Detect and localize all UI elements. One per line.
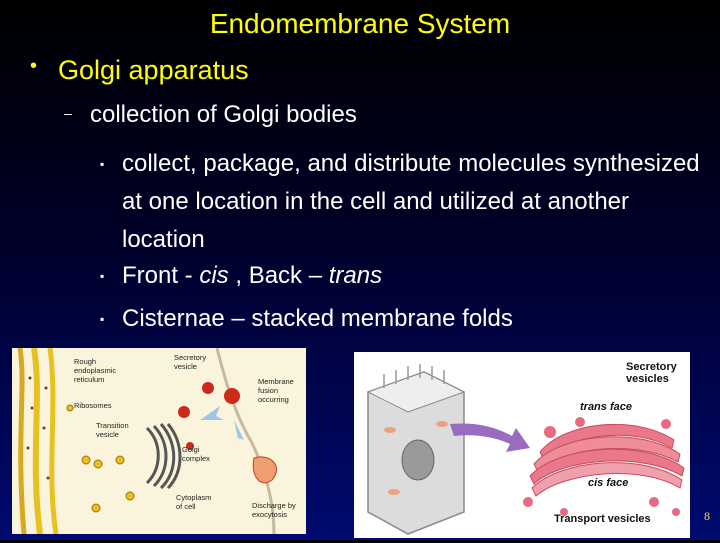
microvilli bbox=[383, 364, 445, 388]
page-number: 8 bbox=[704, 509, 710, 523]
er-membrane bbox=[47, 347, 59, 535]
bullet-text: Front - cis , Back – trans bbox=[122, 257, 382, 295]
cis-term: cis bbox=[199, 262, 229, 289]
golgi-stack bbox=[145, 423, 182, 490]
trans-term: trans bbox=[328, 262, 383, 289]
er-membrane bbox=[31, 347, 43, 535]
cell-membrane bbox=[215, 347, 276, 535]
organelles bbox=[384, 421, 448, 495]
bullet-marker: – bbox=[64, 105, 72, 121]
nucleus bbox=[401, 439, 435, 481]
bullet-marker: ▪ bbox=[100, 312, 105, 326]
golgi-cisternae bbox=[529, 423, 685, 497]
exocytosis-discharge bbox=[252, 456, 277, 484]
flow-arrows bbox=[200, 406, 244, 448]
cell-top bbox=[366, 371, 466, 413]
text-part: , Back – bbox=[228, 262, 329, 289]
bullet-marker: ▪ bbox=[100, 157, 105, 171]
bullet-marker: • bbox=[30, 55, 38, 77]
zoom-arrow bbox=[450, 423, 530, 452]
er-membrane bbox=[17, 347, 27, 535]
bullet-text: collection of Golgi bodies bbox=[90, 101, 357, 128]
bullet-marker: ▪ bbox=[100, 269, 105, 283]
label-cis-face: cis face bbox=[588, 477, 628, 489]
slide-title: Endomembrane System bbox=[209, 8, 511, 39]
golgi-vesicles bbox=[523, 417, 680, 516]
bullet-text: collect, package, and distribute molecul… bbox=[122, 150, 700, 253]
transition-vesicles bbox=[66, 404, 135, 513]
bullet-text: Cisternae – stacked membrane folds bbox=[122, 305, 513, 332]
secretory-vesicles bbox=[178, 382, 240, 450]
label-transport-vesicles: Transport vesicles bbox=[554, 513, 651, 525]
label-ribosomes: Ribosomes bbox=[74, 401, 112, 410]
bullet-text: Golgi apparatus bbox=[58, 55, 249, 85]
label-trans-face: trans face bbox=[580, 401, 632, 413]
text-part: Front - bbox=[122, 262, 200, 289]
